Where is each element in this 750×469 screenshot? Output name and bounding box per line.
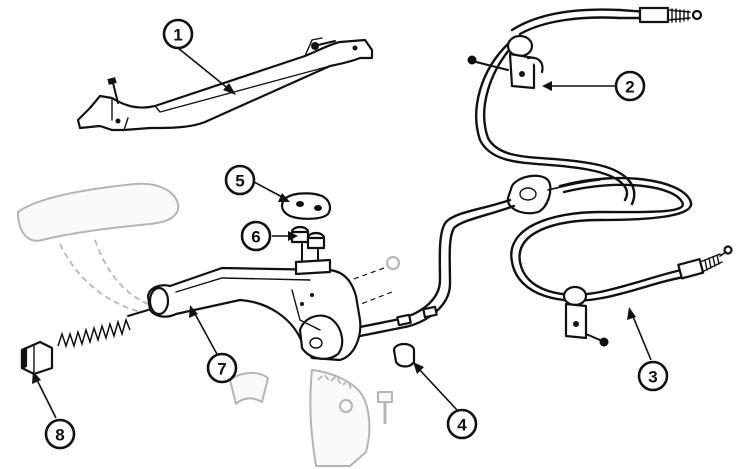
- front-cable: [475, 6, 703, 206]
- callout-5: 5: [224, 164, 256, 196]
- adjuster-nut: [392, 342, 416, 368]
- cover-bracket: [76, 37, 374, 132]
- callout-3-label: 3: [648, 368, 657, 387]
- clamp-screw-lower: [585, 333, 609, 347]
- ghost-ratchet-quadrant: [229, 369, 371, 467]
- callout-4: 4: [446, 408, 478, 440]
- callout-6: 6: [240, 220, 272, 252]
- hand-brake-lever: [146, 266, 362, 362]
- callout-1: 1: [162, 18, 194, 50]
- release-rod: [57, 309, 149, 349]
- cable-clamp-upper: [506, 34, 544, 90]
- ghost-lever-grip: [17, 182, 180, 313]
- callout-8-label: 8: [55, 426, 64, 445]
- leader-lines: [32, 47, 652, 419]
- callout-2-label: 2: [625, 78, 634, 97]
- ghost-bolt: [377, 391, 393, 424]
- callout-2: 2: [614, 70, 646, 102]
- callout-7-label: 7: [217, 360, 226, 379]
- mounting-bolts: [290, 225, 332, 276]
- callout-5-label: 5: [235, 172, 244, 191]
- callout-8: 8: [44, 418, 76, 450]
- rear-cable: [510, 176, 733, 302]
- release-button: [20, 340, 54, 376]
- screw-left: [107, 77, 119, 104]
- callout-4-label: 4: [457, 416, 467, 435]
- callout-3: 3: [637, 360, 669, 392]
- cable-guide-block: [280, 192, 332, 220]
- screw-right: [311, 40, 336, 50]
- main-cable: [353, 179, 601, 338]
- callout-1-label: 1: [173, 26, 182, 45]
- clamp-screw-upper: [467, 55, 509, 71]
- callout-7: 7: [206, 352, 238, 384]
- equalizer: [506, 174, 552, 215]
- callout-6-label: 6: [251, 228, 260, 247]
- ghost-washer: [386, 256, 400, 270]
- cable-clamp-lower: [562, 285, 588, 340]
